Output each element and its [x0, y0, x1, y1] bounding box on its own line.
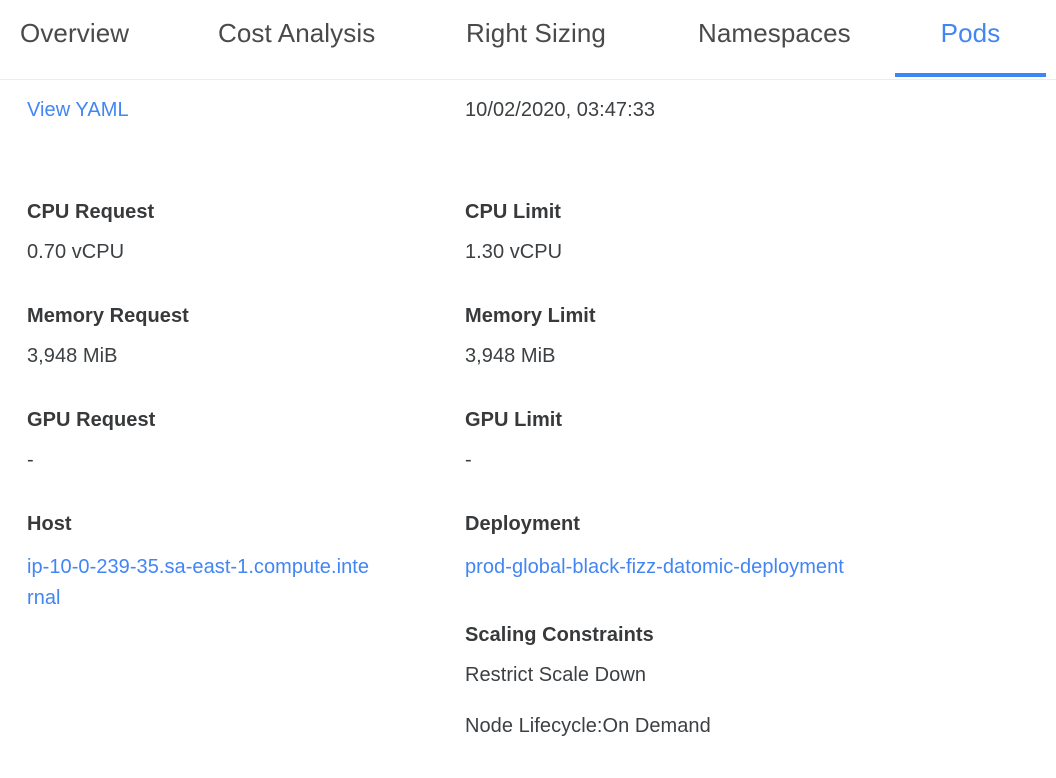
- view-yaml-link[interactable]: View YAML: [27, 99, 129, 121]
- timestamp-row: 10/02/2020, 03:47:33: [465, 80, 930, 160]
- tab-pods[interactable]: Pods: [895, 0, 1046, 79]
- tab-cost-analysis-label: Cost Analysis: [218, 18, 376, 48]
- deployment-link[interactable]: prod-global-black-fizz-datomic-deploymen…: [465, 556, 844, 578]
- memory-request-field: Memory Request 3,948 MiB: [27, 304, 465, 368]
- tab-namespaces[interactable]: Namespaces: [698, 0, 895, 79]
- deployment-label: Deployment: [465, 513, 580, 535]
- scaling-constraint-item: Restrict Scale Down: [465, 664, 647, 686]
- detail-column-left: View YAML CPU Request 0.70 vCPU Memory R…: [0, 80, 465, 654]
- scaling-constraints-field: Scaling Constraints Restrict Scale Down …: [465, 623, 930, 738]
- memory-request-label: Memory Request: [27, 305, 189, 327]
- gpu-limit-field: GPU Limit -: [465, 408, 930, 472]
- cpu-limit-value: 1.30 vCPU: [465, 241, 563, 263]
- view-yaml-row: View YAML: [27, 80, 465, 160]
- tab-bar: Overview Cost Analysis Right Sizing Name…: [0, 0, 1056, 80]
- scaling-constraint-item: Node Lifecycle:On Demand: [465, 715, 711, 737]
- host-label: Host: [27, 513, 72, 535]
- scaling-constraints-label: Scaling Constraints: [465, 624, 654, 646]
- memory-request-value: 3,948 MiB: [27, 345, 118, 367]
- cpu-request-value: 0.70 vCPU: [27, 241, 125, 263]
- gpu-request-field: GPU Request -: [27, 408, 465, 472]
- tab-pods-label: Pods: [940, 18, 1001, 48]
- tab-cost-analysis[interactable]: Cost Analysis: [218, 0, 466, 79]
- host-link[interactable]: ip-10-0-239-35.sa-east-1.compute.interna…: [27, 556, 370, 609]
- tab-right-sizing-label: Right Sizing: [466, 18, 606, 48]
- active-tab-underline: [895, 73, 1046, 77]
- detail-column-right: 10/02/2020, 03:47:33 CPU Limit 1.30 vCPU…: [465, 80, 930, 778]
- cpu-limit-field: CPU Limit 1.30 vCPU: [465, 200, 930, 264]
- host-field: Host ip-10-0-239-35.sa-east-1.compute.in…: [27, 512, 465, 614]
- gpu-request-label: GPU Request: [27, 409, 156, 431]
- detail-columns: View YAML CPU Request 0.70 vCPU Memory R…: [0, 80, 1056, 778]
- cpu-limit-label: CPU Limit: [465, 201, 562, 223]
- deployment-field: Deployment prod-global-black-fizz-datomi…: [465, 512, 930, 583]
- memory-limit-value: 3,948 MiB: [465, 345, 556, 367]
- gpu-limit-label: GPU Limit: [465, 409, 563, 431]
- memory-limit-label: Memory Limit: [465, 305, 596, 327]
- pod-details-panel: View YAML CPU Request 0.70 vCPU Memory R…: [0, 80, 1056, 778]
- tab-right-sizing[interactable]: Right Sizing: [466, 0, 698, 79]
- memory-limit-field: Memory Limit 3,948 MiB: [465, 304, 930, 368]
- cpu-request-field: CPU Request 0.70 vCPU: [27, 200, 465, 264]
- gpu-request-value: -: [27, 449, 34, 471]
- tab-overview-label: Overview: [20, 18, 130, 48]
- tab-list: Overview Cost Analysis Right Sizing Name…: [0, 0, 1056, 79]
- tab-namespaces-label: Namespaces: [698, 18, 851, 48]
- tab-overview[interactable]: Overview: [20, 0, 218, 79]
- gpu-limit-value: -: [465, 449, 472, 471]
- pod-timestamp: 10/02/2020, 03:47:33: [465, 99, 656, 121]
- cpu-request-label: CPU Request: [27, 201, 155, 223]
